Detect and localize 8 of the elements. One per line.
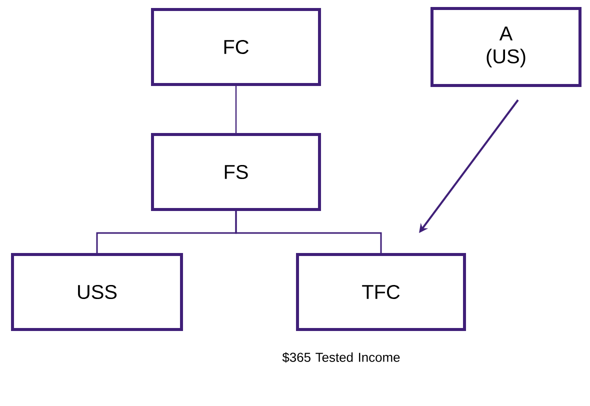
connector — [235, 86, 237, 133]
org-box: FC — [151, 8, 321, 86]
org-box: FS — [151, 133, 321, 211]
connector — [235, 211, 382, 253]
org-box: A (US) — [430, 7, 582, 87]
node-caption: $365 Tested Income — [282, 352, 400, 363]
org-box: USS — [11, 253, 183, 331]
org-box: TFC — [296, 253, 466, 331]
